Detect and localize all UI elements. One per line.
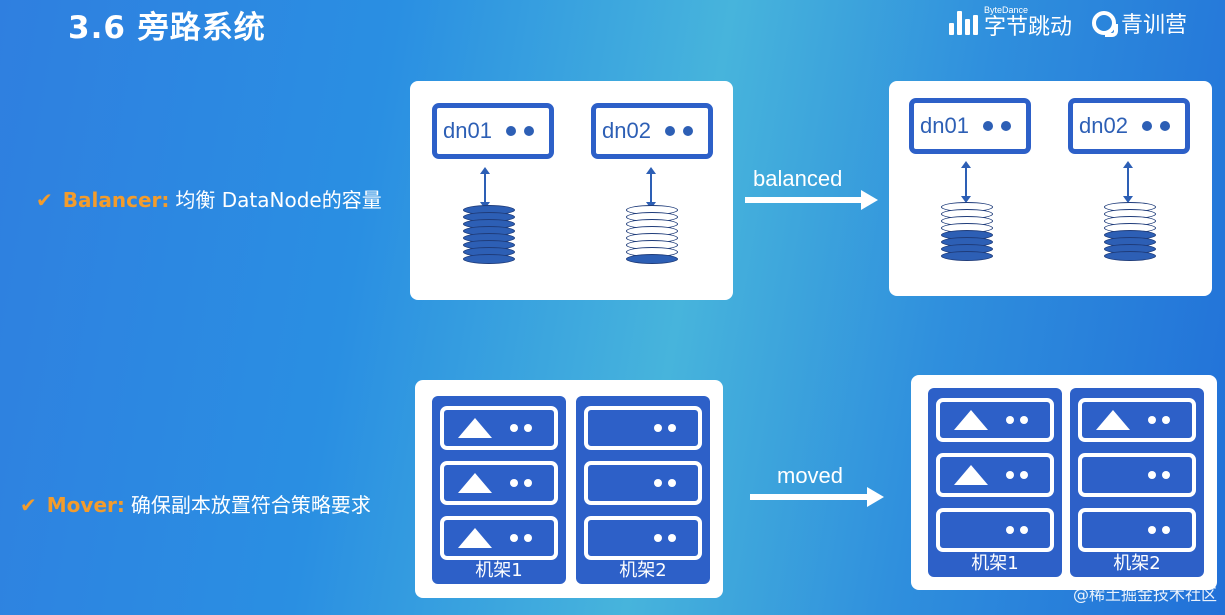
replica-block-icon xyxy=(954,465,988,485)
datanode-label: dn02 xyxy=(1079,113,1128,138)
page-title: 3.6 旁路系统 xyxy=(68,10,266,46)
check-icon: ✔ xyxy=(20,493,37,517)
status-dots-icon xyxy=(1006,416,1028,424)
rack-label: 机架2 xyxy=(1113,553,1161,574)
status-dots-icon xyxy=(1006,526,1028,534)
status-dots-icon xyxy=(654,534,676,542)
qingxun-text: 青训营 xyxy=(1120,12,1187,38)
status-dots-icon xyxy=(654,479,676,487)
link-arrow-icon xyxy=(961,161,971,203)
server-slot xyxy=(440,461,558,505)
balancer-description: 均衡 DataNode的容量 xyxy=(175,188,382,212)
status-dots-icon xyxy=(505,126,534,136)
moved-label: moved xyxy=(777,463,844,488)
server-slot xyxy=(584,406,702,450)
status-dots-icon xyxy=(510,479,532,487)
mover-bullet: ✔ Mover:确保副本放置符合策略要求 xyxy=(20,489,371,518)
disk-layer xyxy=(1104,251,1156,261)
server-slot xyxy=(936,508,1054,552)
mover-description: 确保副本放置符合策略要求 xyxy=(130,493,371,517)
status-dots-icon xyxy=(664,126,693,136)
balancer-before-panel: dn01 dn02 xyxy=(410,81,733,300)
server-slot xyxy=(584,461,702,505)
server-slot xyxy=(1078,453,1196,497)
rack-label: 机架1 xyxy=(971,553,1019,574)
bytedance-small-text: ByteDance xyxy=(983,5,1028,15)
check-icon: ✔ xyxy=(36,188,53,212)
datanode-box: dn02 xyxy=(1068,98,1190,154)
disk-stack-icon xyxy=(941,202,993,261)
balancer-after-panel: dn01 dn02 xyxy=(889,81,1212,296)
status-dots-icon xyxy=(510,534,532,542)
balancer-bullet: ✔ Balancer:均衡 DataNode的容量 xyxy=(36,184,382,213)
server-slot xyxy=(440,406,558,450)
rack: 机架2 xyxy=(1070,388,1204,577)
mover-keyword: Mover: xyxy=(46,493,125,517)
disk-layer xyxy=(941,251,993,261)
disk-stack-icon xyxy=(1104,202,1156,261)
status-dots-icon xyxy=(1148,471,1170,479)
status-dots-icon xyxy=(1148,526,1170,534)
moved-arrow-icon xyxy=(750,487,884,507)
status-dots-icon xyxy=(982,121,1011,131)
status-dots-icon xyxy=(1148,416,1170,424)
replica-block-icon xyxy=(458,418,492,438)
server-slot xyxy=(936,398,1054,442)
rack: 机架1 xyxy=(432,396,566,584)
disk-stack-icon xyxy=(626,205,678,264)
disk-stack-icon xyxy=(463,205,515,264)
datanode-box: dn01 xyxy=(432,103,554,159)
balanced-label: balanced xyxy=(753,166,843,191)
bytedance-logo: ByteDance 字节跳动 xyxy=(948,5,1072,40)
replica-block-icon xyxy=(954,410,988,430)
qingxun-logo: 青训营 xyxy=(1091,7,1187,39)
server-slot xyxy=(440,516,558,560)
replica-block-icon xyxy=(1096,410,1130,430)
replica-block-icon xyxy=(458,473,492,493)
balancer-keyword: Balancer: xyxy=(62,188,170,212)
link-arrow-icon xyxy=(480,167,490,209)
server-slot xyxy=(584,516,702,560)
disk-layer xyxy=(463,254,515,264)
server-slot xyxy=(936,453,1054,497)
server-slot xyxy=(1078,398,1196,442)
status-dots-icon xyxy=(1141,121,1170,131)
bytedance-big-text: 字节跳动 xyxy=(983,15,1072,40)
rack: 机架2 xyxy=(576,396,710,584)
bytedance-bars-icon xyxy=(948,10,978,35)
rack-label: 机架2 xyxy=(619,560,667,581)
link-arrow-icon xyxy=(646,167,656,209)
mover-after-panel: 机架1 机架2 xyxy=(911,375,1217,590)
logo-group: ByteDance 字节跳动 青训营 xyxy=(948,5,1187,40)
server-slot xyxy=(1078,508,1196,552)
replica-block-icon xyxy=(458,528,492,548)
link-arrow-icon xyxy=(1123,161,1133,203)
status-dots-icon xyxy=(1006,471,1028,479)
disk-layer xyxy=(626,254,678,264)
watermark: @稀土掘金技术社区 xyxy=(1072,585,1217,604)
qingxun-mark-icon xyxy=(1091,10,1118,37)
balanced-arrow-icon xyxy=(745,190,878,210)
datanode-box: dn02 xyxy=(591,103,713,159)
mover-before-panel: 机架1 机架2 xyxy=(415,380,723,598)
datanode-label: dn02 xyxy=(602,118,651,143)
datanode-box: dn01 xyxy=(909,98,1031,154)
status-dots-icon xyxy=(510,424,532,432)
datanode-label: dn01 xyxy=(920,113,969,138)
rack: 机架1 xyxy=(928,388,1062,577)
status-dots-icon xyxy=(654,424,676,432)
rack-label: 机架1 xyxy=(475,560,523,581)
datanode-label: dn01 xyxy=(443,118,492,143)
